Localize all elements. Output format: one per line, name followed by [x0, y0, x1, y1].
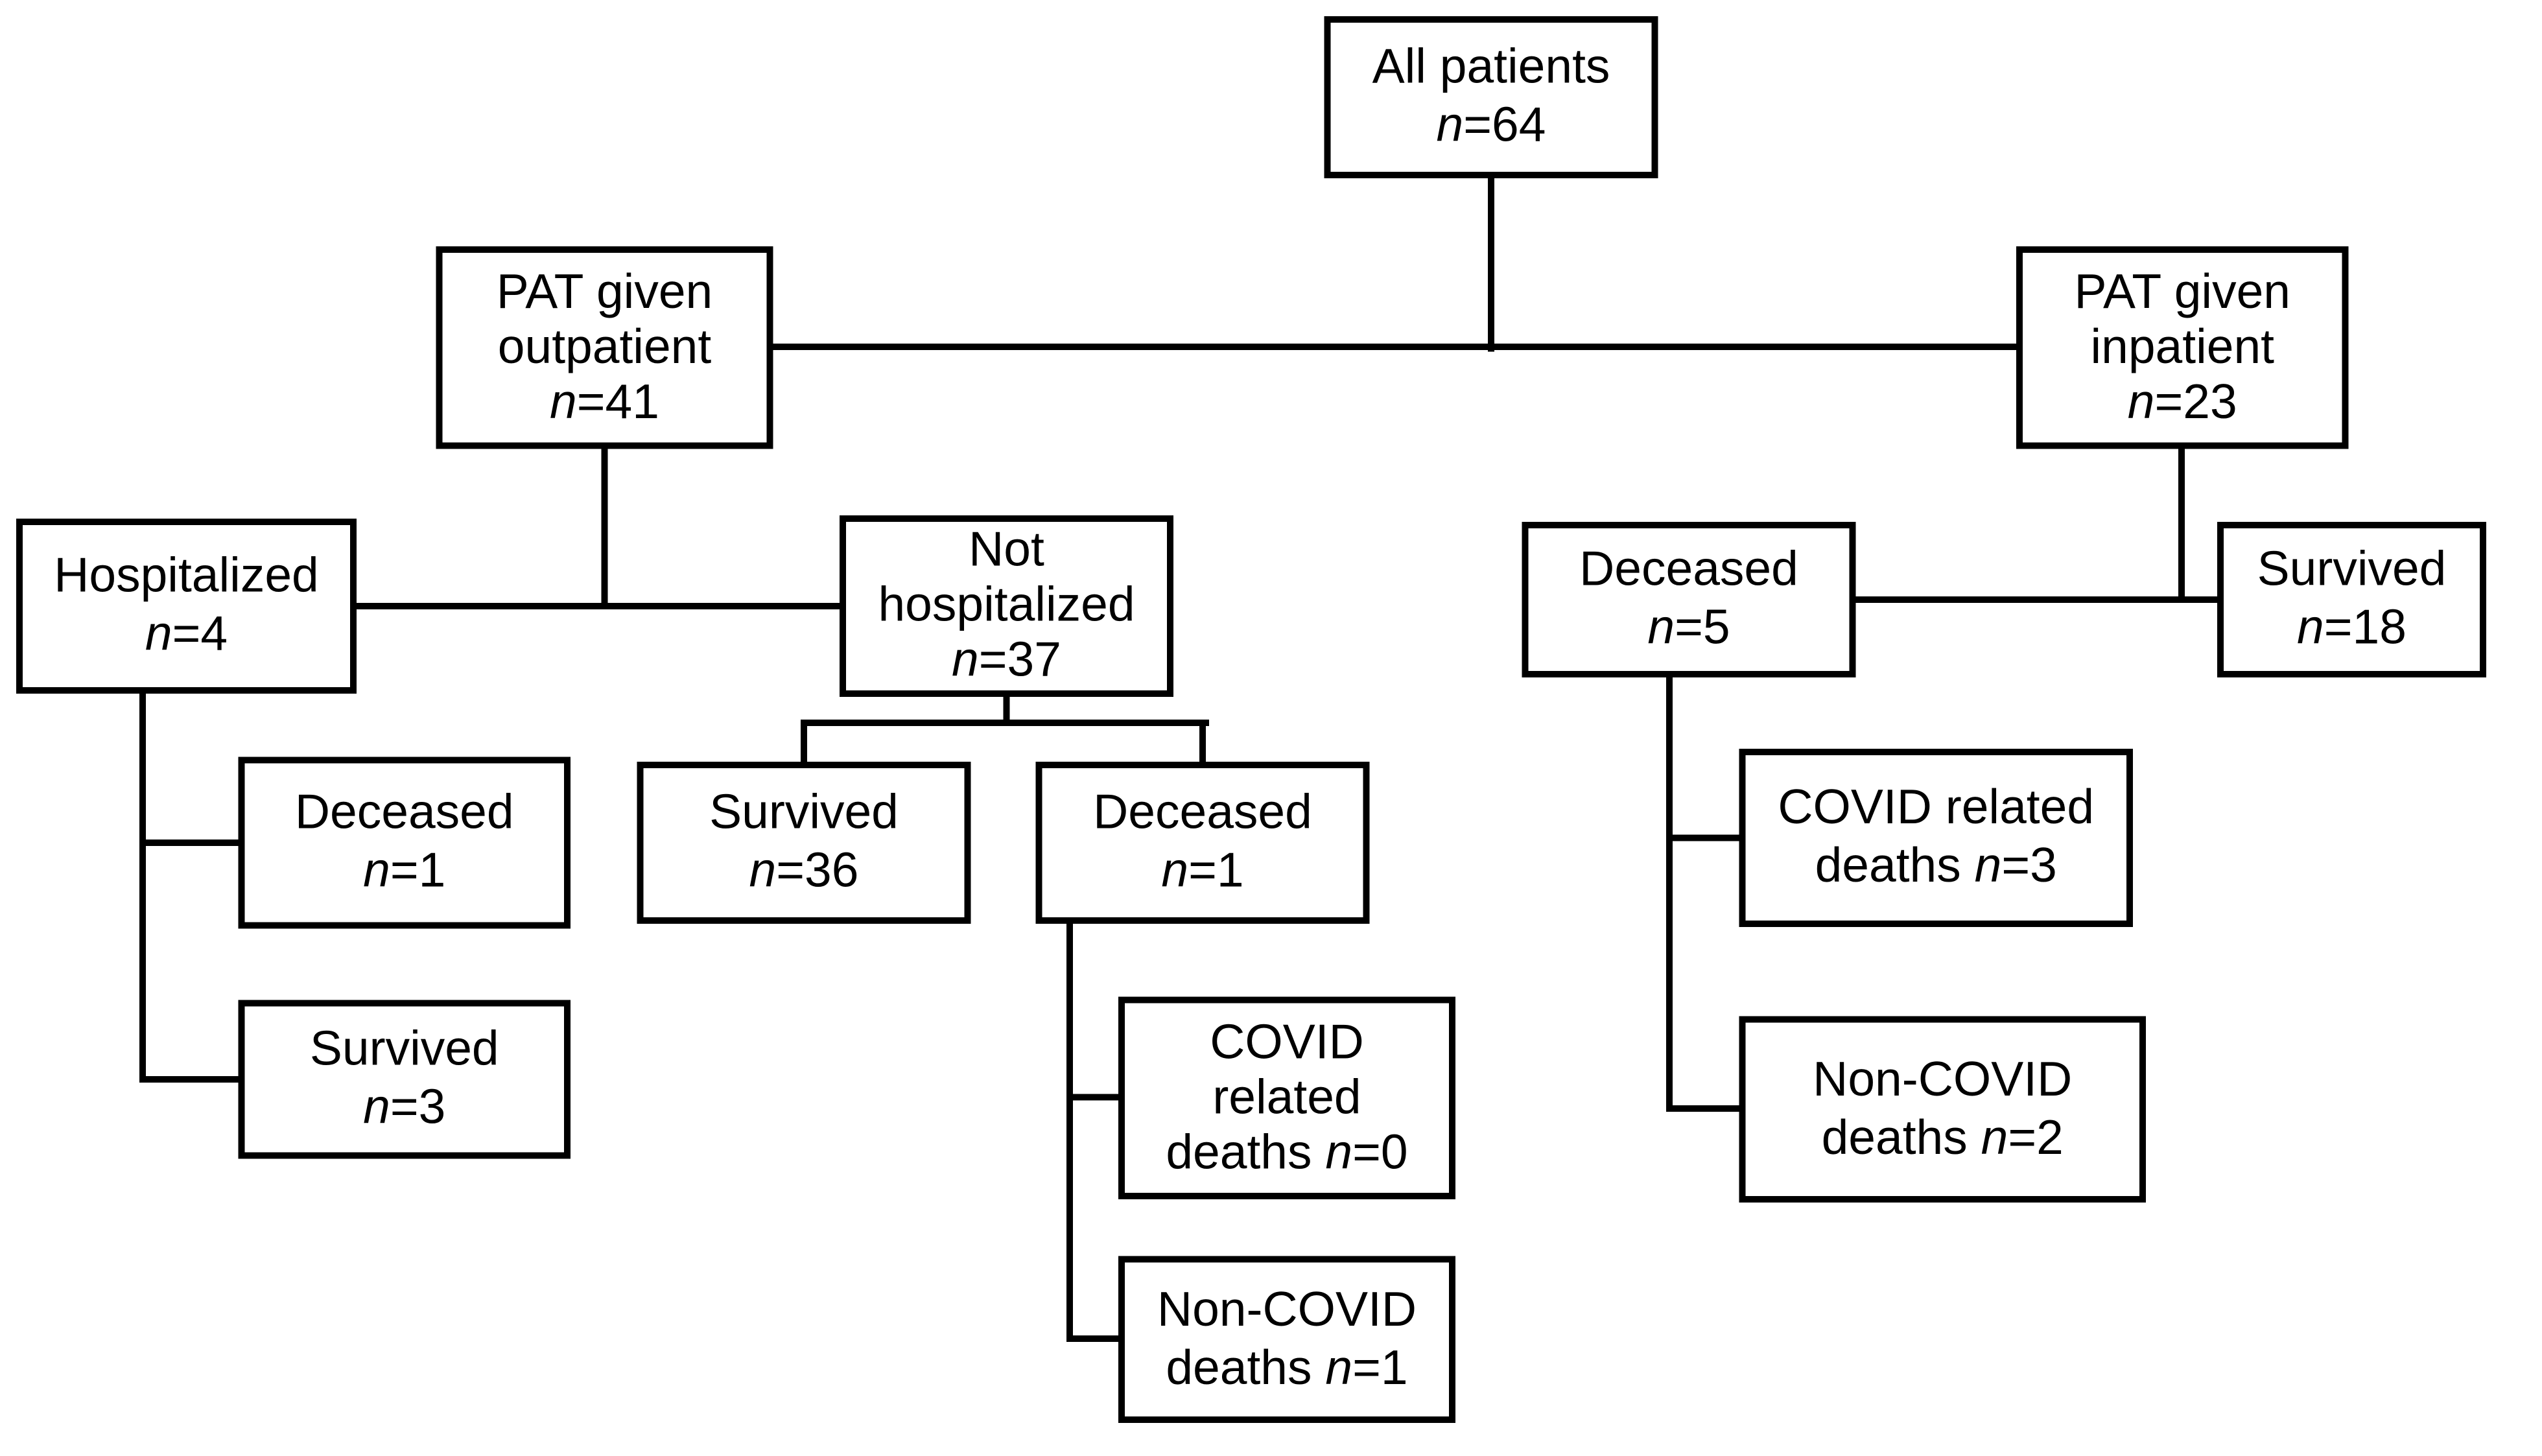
node-survived-not-hospitalized: Survived n=36 — [637, 762, 971, 924]
n-symbol: n — [952, 633, 979, 688]
node-label: related — [1212, 1070, 1361, 1124]
n-symbol: n — [1325, 1125, 1353, 1179]
node-deceased-inpatient: Deceased n=5 — [1522, 522, 1856, 677]
connector-row2-horizontal — [773, 344, 2016, 350]
n-symbol: n — [1981, 1110, 2008, 1165]
connector-elbow-deceased-hospitalized — [139, 840, 239, 846]
node-deceased-not-hospitalized: Deceased n=1 — [1035, 762, 1370, 924]
n-symbol: n — [1161, 844, 1189, 898]
node-pat-given-outpatient: PAT given outpatient n=41 — [436, 246, 773, 449]
node-label: Survived — [309, 1022, 499, 1077]
n-symbol: n — [1974, 840, 2002, 893]
node-survived-inpatient: Survived n=18 — [2217, 522, 2486, 677]
node-count: n=23 — [2127, 375, 2237, 429]
connector-hospitalized-nothospitalized — [357, 603, 840, 609]
node-label: Not — [969, 523, 1044, 578]
node-label: Deceased — [294, 786, 514, 840]
node-count: deaths n=0 — [1166, 1125, 1408, 1179]
node-count: n=18 — [2297, 601, 2407, 655]
connector-elbow-covid-deaths-nothosp — [1066, 1094, 1118, 1101]
node-label: outpatient — [497, 320, 712, 374]
connector-deceased-survived-inpatient — [1855, 596, 2217, 603]
connector-nothospitalized-stub — [1003, 697, 1010, 726]
node-non-covid-deaths-not-hospitalized: Non-COVID deaths n=1 — [1118, 1256, 1455, 1423]
node-survived-hospitalized: Survived n=3 — [238, 1000, 571, 1159]
connector-deceased-inpatient-trunk — [1666, 677, 1673, 1112]
node-pat-given-inpatient: PAT given inpatient n=23 — [2016, 246, 2349, 449]
node-count: n=37 — [952, 633, 1061, 688]
node-label: PAT given — [496, 264, 713, 319]
node-label: Deceased — [1579, 543, 1798, 597]
connector-drop-deceased-nothosp — [1199, 720, 1206, 762]
n-symbol: n — [2297, 601, 2324, 655]
node-label: Hospitalized — [54, 549, 319, 604]
node-label: Non-COVID — [1813, 1052, 2073, 1107]
node-label: hospitalized — [878, 578, 1135, 633]
node-count: n=1 — [363, 844, 446, 898]
node-count: n=1 — [1161, 844, 1244, 898]
node-non-covid-deaths-inpatient: Non-COVID deaths n=2 — [1739, 1016, 2146, 1203]
node-count: deaths n=2 — [1821, 1110, 2064, 1165]
node-label: Deceased — [1093, 786, 1312, 840]
node-count: deaths n=3 — [1815, 840, 2057, 893]
connector-elbow-survived-hospitalized — [139, 1076, 239, 1083]
node-not-hospitalized: Not hospitalized n=37 — [840, 515, 1173, 697]
node-all-patients: All patients n=64 — [1324, 16, 1658, 178]
node-deceased-hospitalized: Deceased n=1 — [238, 757, 571, 929]
node-count: n=4 — [145, 607, 228, 662]
node-label: Non-COVID — [1157, 1282, 1417, 1337]
node-count: deaths n=1 — [1166, 1341, 1408, 1395]
node-covid-related-deaths-not-hospitalized: COVID related deaths n=0 — [1118, 996, 1455, 1199]
node-label: All patients — [1372, 40, 1610, 95]
node-count: n=36 — [749, 844, 859, 898]
n-symbol: n — [363, 844, 390, 898]
connector-elbow-noncovid-deaths-nothosp — [1066, 1335, 1118, 1342]
n-symbol: n — [1436, 99, 1464, 153]
node-label: Survived — [709, 786, 899, 840]
n-symbol: n — [550, 375, 577, 429]
n-symbol: n — [363, 1081, 390, 1135]
node-covid-related-deaths-inpatient: COVID related deaths n=3 — [1739, 749, 2133, 927]
node-count: n=5 — [1647, 601, 1730, 655]
n-symbol: n — [145, 607, 172, 662]
node-label: inpatient — [2090, 320, 2275, 374]
node-label: PAT given — [2074, 264, 2291, 319]
connector-elbow-noncovid-deaths-inpatient — [1666, 1105, 1739, 1112]
n-symbol: n — [749, 844, 777, 898]
connector-inpatient-down — [2178, 449, 2185, 603]
connector-outpatient-down — [601, 449, 608, 609]
connector-drop-survived-nothosp — [801, 720, 807, 762]
n-symbol: n — [1647, 601, 1675, 655]
node-label: COVID — [1210, 1015, 1364, 1069]
connector-elbow-covid-deaths-inpatient — [1666, 834, 1739, 841]
connector-hospitalized-trunk — [139, 694, 146, 1083]
node-count: n=3 — [363, 1081, 446, 1135]
n-symbol: n — [2127, 375, 2155, 429]
node-count: n=64 — [1436, 99, 1546, 153]
n-symbol: n — [1325, 1341, 1353, 1395]
connector-all-patients-down — [1488, 178, 1494, 352]
node-hospitalized: Hospitalized n=4 — [16, 519, 357, 694]
node-count: n=41 — [550, 375, 659, 429]
node-label: Survived — [2257, 543, 2447, 597]
node-label: COVID related — [1778, 781, 2095, 835]
connector-deceased-nothosp-trunk — [1066, 924, 1073, 1342]
connector-nothospitalized-split — [801, 720, 1209, 726]
